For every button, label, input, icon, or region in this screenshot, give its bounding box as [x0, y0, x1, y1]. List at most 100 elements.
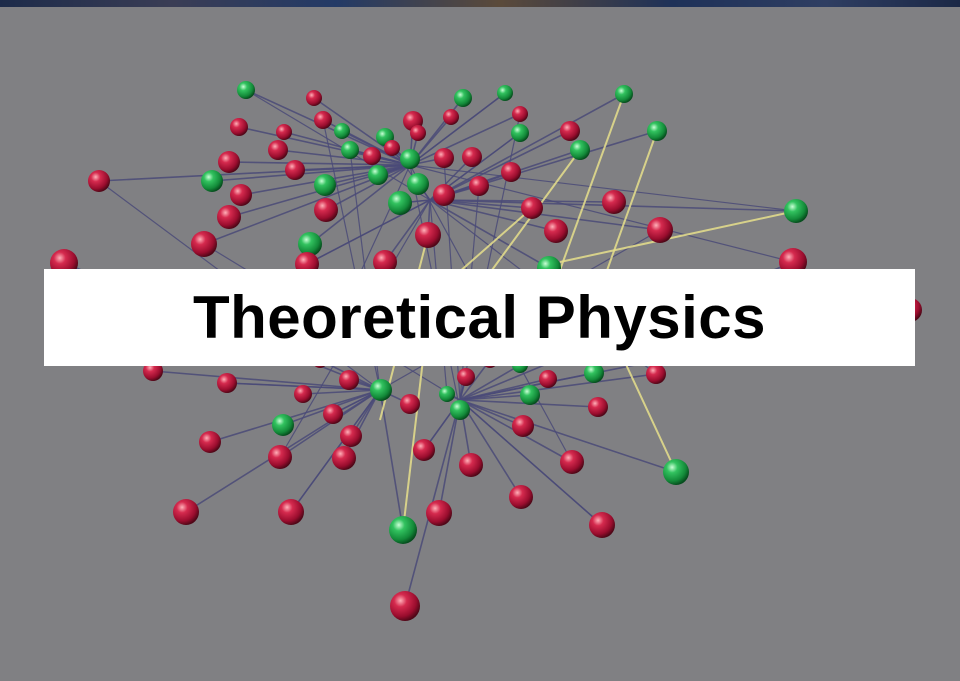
- red-sphere-node: [459, 453, 483, 477]
- red-sphere-node: [314, 111, 332, 129]
- network-edge: [384, 199, 431, 263]
- red-sphere-node: [469, 176, 489, 196]
- network-edge: [409, 164, 794, 263]
- red-sphere-node: [602, 190, 626, 214]
- network-edge: [459, 394, 531, 401]
- green-sphere-node: [497, 85, 513, 101]
- network-edge: [429, 199, 661, 231]
- red-sphere-node: [512, 415, 534, 437]
- network-edge: [245, 89, 431, 201]
- green-sphere-node: [368, 165, 388, 185]
- network-edge: [277, 149, 411, 166]
- highlight-edge: [599, 130, 658, 291]
- slide-title: Theoretical Physics: [192, 284, 767, 351]
- green-sphere-node: [450, 400, 470, 420]
- red-sphere-node: [390, 591, 420, 621]
- network-edge: [459, 359, 491, 401]
- red-sphere-node: [426, 500, 452, 526]
- green-sphere-node: [784, 199, 808, 223]
- red-sphere-node: [314, 198, 338, 222]
- network-edge: [429, 130, 571, 201]
- green-sphere-node: [454, 89, 472, 107]
- network-edge: [429, 199, 550, 269]
- green-sphere-node: [298, 232, 322, 256]
- red-sphere-node: [278, 499, 304, 525]
- red-sphere-node: [588, 397, 608, 417]
- network-edge: [379, 389, 404, 531]
- green-sphere-node: [647, 121, 667, 141]
- red-sphere-node: [363, 147, 381, 165]
- green-sphere-node: [389, 516, 417, 544]
- green-sphere-node: [520, 385, 540, 405]
- title-banner: Theoretical Physics: [44, 269, 915, 366]
- network-edge: [309, 164, 411, 245]
- red-sphere-node: [373, 250, 397, 274]
- highlight-edge: [559, 93, 625, 271]
- green-sphere-node: [584, 363, 604, 383]
- red-sphere-node: [560, 450, 584, 474]
- red-sphere-node: [560, 121, 580, 141]
- network-edge: [459, 399, 677, 473]
- red-sphere-node: [268, 445, 292, 469]
- green-sphere-node: [570, 140, 590, 160]
- green-sphere-node: [334, 123, 350, 139]
- green-sphere-node: [511, 124, 529, 142]
- network-edge: [306, 199, 431, 265]
- network-edge: [245, 89, 411, 166]
- red-sphere-node: [191, 231, 217, 257]
- red-sphere-node: [332, 446, 356, 470]
- green-sphere-node: [370, 379, 392, 401]
- red-sphere-node: [217, 205, 241, 229]
- network-edge: [228, 161, 411, 166]
- red-sphere-node: [230, 118, 248, 136]
- red-sphere-node: [443, 109, 459, 125]
- decorative-header-strip: [0, 0, 960, 7]
- red-sphere-node: [217, 373, 237, 393]
- red-sphere-node: [457, 368, 475, 386]
- red-sphere-node: [323, 404, 343, 424]
- red-sphere-node: [400, 394, 420, 414]
- network-edge: [409, 113, 521, 166]
- red-sphere-node: [199, 431, 221, 453]
- green-sphere-node: [314, 174, 336, 196]
- red-sphere-node: [434, 148, 454, 168]
- green-sphere-node: [341, 141, 359, 159]
- network-edge: [459, 399, 603, 526]
- red-sphere-node: [413, 439, 435, 461]
- network-edge: [459, 399, 522, 498]
- red-sphere-node: [539, 370, 557, 388]
- red-sphere-node: [384, 140, 400, 156]
- network-edge: [429, 199, 557, 232]
- red-sphere-node: [339, 370, 359, 390]
- red-sphere-node: [306, 90, 322, 106]
- red-sphere-node: [294, 385, 312, 403]
- red-sphere-node: [230, 184, 252, 206]
- red-sphere-node: [462, 147, 482, 167]
- network-edge: [459, 373, 657, 401]
- red-sphere-node: [501, 162, 521, 182]
- highlight-edge: [559, 210, 797, 263]
- green-sphere-node: [439, 386, 455, 402]
- red-sphere-node: [544, 219, 568, 243]
- red-sphere-node: [410, 125, 426, 141]
- red-sphere-node: [433, 184, 455, 206]
- green-sphere-node: [237, 81, 255, 99]
- red-sphere-node: [285, 160, 305, 180]
- red-sphere-node: [509, 485, 533, 509]
- red-sphere-node: [415, 222, 441, 248]
- green-sphere-node: [388, 191, 412, 215]
- red-sphere-node: [589, 512, 615, 538]
- network-nodes: [50, 81, 922, 621]
- green-sphere-node: [400, 149, 420, 169]
- green-sphere-node: [201, 170, 223, 192]
- red-sphere-node: [647, 217, 673, 243]
- green-sphere-node: [615, 85, 633, 103]
- red-sphere-node: [340, 425, 362, 447]
- network-edge: [459, 364, 521, 401]
- red-sphere-node: [88, 170, 110, 192]
- red-sphere-node: [512, 106, 528, 122]
- red-sphere-node: [276, 124, 292, 140]
- green-sphere-node: [272, 414, 294, 436]
- red-sphere-node: [646, 364, 666, 384]
